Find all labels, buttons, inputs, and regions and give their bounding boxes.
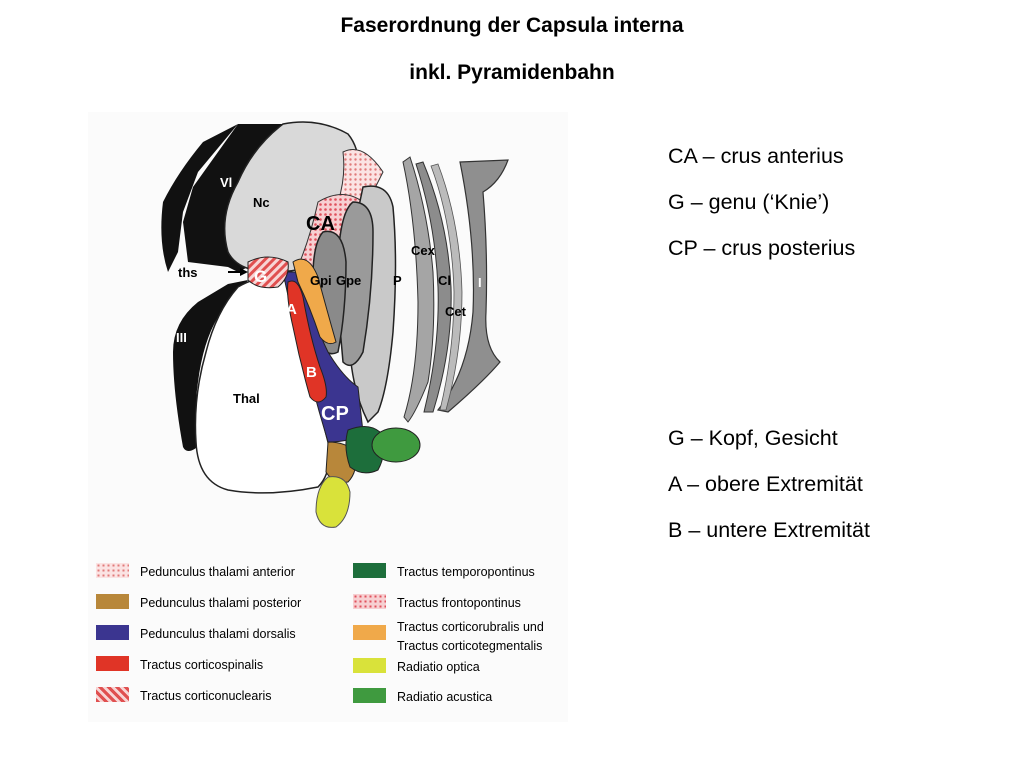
legend-label-tractus-corticorubralis: Tractus corticorubralis und (397, 620, 544, 634)
label-a: A (286, 301, 297, 318)
notes-abbreviations: CA – crus anterius G – genu (‘Knie’) CP … (668, 144, 855, 261)
label-iii: III (176, 330, 187, 345)
label-ths: ths (178, 265, 198, 280)
legend-swatch-tractus-corticospinalis (96, 656, 129, 671)
capsula-externa-shape (402, 156, 435, 423)
label-gpe: Gpe (336, 273, 361, 288)
legend-swatch-tractus-corticonuclearis (96, 687, 129, 702)
legend-swatch-pedunculus-thalami-posterior (96, 594, 129, 609)
ventricle-horn-shape (161, 124, 238, 272)
note-g-kopf: G – Kopf, Gesicht (668, 426, 838, 450)
label-cp: CP (321, 403, 349, 425)
label-ca: CA (306, 213, 335, 235)
legend-label-pedunculus-thalami-anterior: Pedunculus thalami anterior (140, 565, 295, 579)
label-g: G (254, 267, 267, 286)
note-a-obere: A – obere Extremität (668, 472, 863, 496)
capsula-interna-figure: Vl Nc CA ths G A B Gpi Gpe P Cex Cl Cet … (88, 112, 568, 722)
label-cl: Cl (438, 273, 451, 288)
legend-swatch-radiatio-optica (353, 658, 386, 673)
legend-label-radiatio-acustica: Radiatio acustica (397, 690, 493, 704)
insula-shape (436, 159, 509, 413)
legend-swatch-pedunculus-thalami-anterior (96, 563, 129, 578)
legend-swatch-radiatio-acustica (353, 688, 386, 703)
legend-swatch-tractus-frontopontinus (353, 594, 386, 609)
notes-somatotopy: G – Kopf, Gesicht A – obere Extremität B… (668, 426, 870, 543)
note-cp: CP – crus posterius (668, 236, 856, 260)
legend-label-tractus-corticotegmentalis: Tractus corticotegmentalis (397, 639, 543, 653)
note-g: G – genu (‘Knie’) (668, 190, 830, 214)
third-ventricle-shape (173, 280, 248, 451)
ths-arrowhead (240, 268, 248, 276)
label-nc: Nc (253, 195, 270, 210)
legend-swatch-pedunculus-thalami-dorsalis (96, 625, 129, 640)
radiatio-acustica-area (371, 427, 421, 463)
title-line-2: inkl. Pyramidenbahn (409, 61, 615, 84)
tractus-corticorubralis-area (292, 258, 337, 345)
radiatio-optica-area (315, 476, 351, 528)
label-gpi: Gpi (310, 273, 332, 288)
legend-swatch-tractus-temporopontinus (353, 563, 386, 578)
note-ca: CA – crus anterius (668, 144, 844, 168)
claustrum-shape (415, 161, 452, 413)
label-vl: Vl (220, 175, 232, 190)
legend-label-tractus-frontopontinus: Tractus frontopontinus (397, 596, 521, 610)
legend-label-tractus-corticonuclearis: Tractus corticonuclearis (140, 689, 272, 703)
legend-label-tractus-corticospinalis: Tractus corticospinalis (140, 658, 264, 672)
label-thal: Thal (233, 391, 260, 406)
legend-label-radiatio-optica: Radiatio optica (397, 660, 480, 674)
label-cet: Cet (445, 304, 467, 319)
title-line-1: Faserordnung der Capsula interna (340, 14, 684, 37)
label-b: B (306, 364, 317, 381)
tractus-corticospinalis-area (287, 280, 327, 403)
legend-label-pedunculus-thalami-dorsalis: Pedunculus thalami dorsalis (140, 627, 296, 641)
label-cex: Cex (411, 243, 436, 258)
genu-area (247, 256, 289, 289)
legend-swatch-tractus-corticorubralis (353, 625, 386, 640)
capsula-interna-diagram: Vl Nc CA ths G A B Gpi Gpe P Cex Cl Cet … (88, 112, 568, 722)
label-i: I (478, 275, 482, 290)
label-p: P (393, 273, 402, 288)
note-b-untere: B – untere Extremität (668, 518, 870, 542)
legend-label-tractus-temporopontinus: Tractus temporopontinus (397, 565, 535, 579)
capsula-extrema-shape (430, 163, 463, 411)
legend-label-pedunculus-thalami-posterior: Pedunculus thalami posterior (140, 596, 302, 610)
